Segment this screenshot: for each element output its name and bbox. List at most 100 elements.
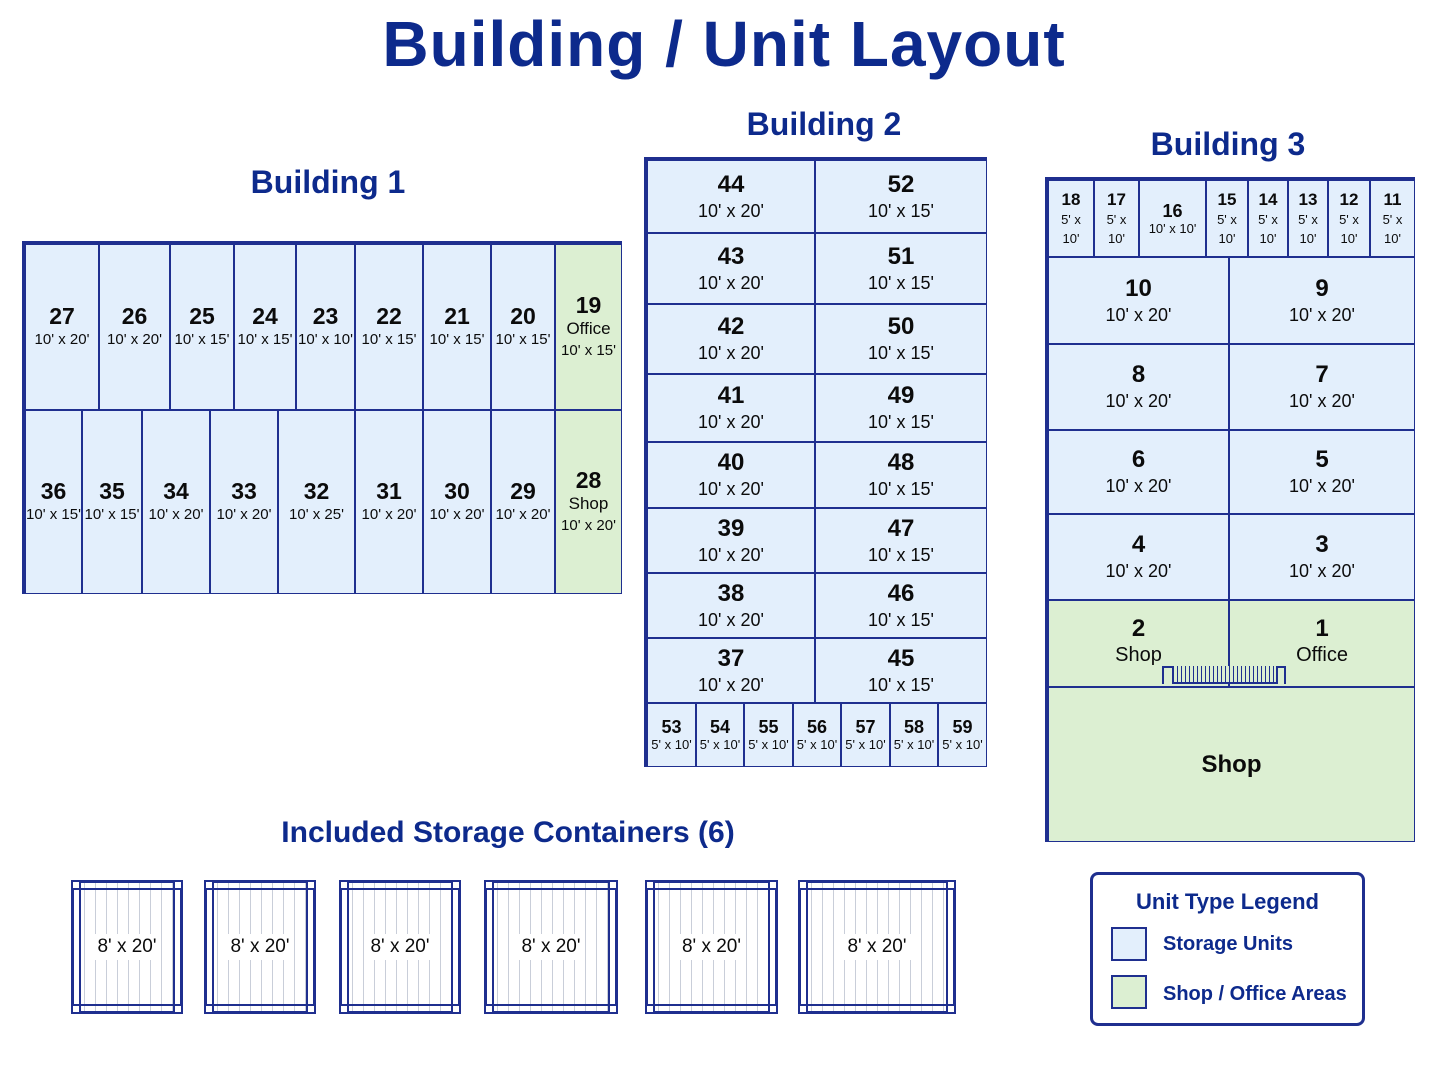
unit-number: 4: [1131, 531, 1146, 558]
unit-number: 6: [1131, 446, 1146, 473]
unit-size: 10' x 15': [429, 331, 485, 348]
container-corner: [71, 1004, 81, 1014]
container-corner: [71, 880, 81, 890]
unit-size: 10' x 10': [298, 331, 353, 348]
unit-number: 24: [252, 303, 278, 329]
container-size: 8' x 20': [517, 934, 585, 960]
unit-number: 18: [1061, 189, 1081, 209]
container-corner: [173, 1004, 183, 1014]
unit-size: 5' x 10': [1258, 211, 1278, 246]
unit-number: 5: [1315, 446, 1329, 473]
unit-size: 10' x 20': [698, 674, 764, 695]
unit-49: 49 10' x 15': [815, 374, 987, 442]
unit-size: 10' x 15': [868, 609, 934, 630]
unit-number: 38: [717, 579, 745, 607]
unit-size: 10' x 20': [1105, 304, 1172, 325]
unit-number: 15: [1217, 189, 1237, 209]
container-corner: [645, 1004, 655, 1014]
unit-number: 3: [1315, 531, 1329, 558]
unit-number: 7: [1315, 361, 1329, 388]
unit-size: 10' x 20': [698, 412, 764, 432]
unit-50: 50 10' x 15': [815, 304, 987, 374]
unit-size: 10' x 20': [107, 331, 162, 348]
storage-container: 8' x 20': [204, 880, 316, 1014]
unit-number: 48: [887, 449, 915, 476]
unit-size: 5' x 10': [845, 737, 886, 752]
legend: Unit Type Legend Storage Units Shop / Of…: [1090, 872, 1365, 1026]
container-size: 8' x 20': [366, 934, 434, 960]
storage-container: 8' x 20': [484, 880, 618, 1014]
unit-number: 17: [1107, 189, 1126, 209]
unit-number: 36: [40, 478, 67, 504]
container-corner: [798, 1004, 808, 1014]
unit-size: 10' x 20': [698, 272, 764, 293]
unit-size: 5' x 10': [1339, 211, 1359, 246]
unit-number: 13: [1298, 189, 1318, 209]
unit-size: 10' x 15': [237, 331, 293, 348]
unit-number: 43: [717, 242, 745, 270]
container-corner: [306, 880, 316, 890]
unit-number: 10: [1125, 274, 1152, 302]
unit-size: 10' x 25': [289, 506, 344, 523]
unit-7: 7 10' x 20': [1229, 344, 1415, 430]
unit-number: 57: [855, 717, 876, 737]
unit-size: 10' x 20': [429, 506, 485, 523]
unit-48: 48 10' x 15': [815, 442, 987, 508]
roll-up-door: [1172, 666, 1278, 684]
unit-number: 28: [575, 467, 602, 493]
unit-size: 10' x 15': [868, 479, 934, 499]
unit-number: 22: [376, 303, 402, 329]
unit-size: 10' x 15': [26, 506, 81, 523]
unit-size: 5' x 10': [942, 737, 983, 752]
unit-size: 10' x 15': [495, 331, 551, 348]
unit-size: 10' x 20': [495, 506, 551, 523]
container-corner: [339, 1004, 349, 1014]
unit-number: 33: [231, 478, 257, 504]
unit-size: 10' x 20': [361, 506, 417, 523]
container-corner: [204, 1004, 214, 1014]
unit-size: 10' x 15': [868, 343, 934, 363]
unit-size: 10' x 15': [868, 412, 934, 432]
unit-size: 10' x 15': [868, 674, 934, 695]
unit-number: 55: [758, 717, 779, 737]
container-size: 8' x 20': [93, 934, 161, 960]
unit-number: 49: [887, 382, 915, 409]
unit-size: 10' x 20': [698, 200, 764, 221]
unit-size: 10' x 20': [698, 479, 764, 499]
unit-number: 50: [887, 313, 915, 340]
unit-size: 10' x 20': [1289, 391, 1355, 411]
unit-number: 26: [121, 303, 148, 329]
unit-size: 5' x 10': [699, 737, 741, 752]
unit-number: 44: [717, 170, 745, 198]
building-3-title: Building 3: [1150, 126, 1306, 162]
unit-size: 10' x 15': [868, 200, 934, 221]
legend-swatch-storage: [1111, 927, 1147, 961]
building-1-title: Building 1: [250, 164, 406, 200]
